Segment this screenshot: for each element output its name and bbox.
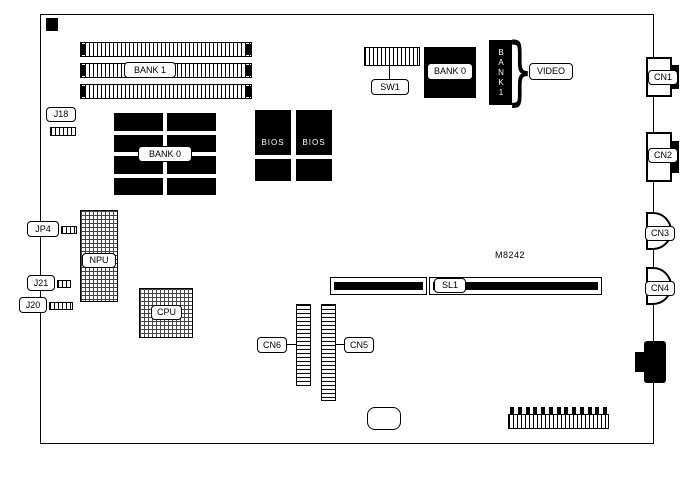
edge-connector-body (508, 414, 609, 429)
connector-tooth (579, 407, 584, 414)
battery-component (367, 407, 401, 430)
sw1-dip-switch (364, 47, 420, 66)
video-label: VIDEO (529, 63, 573, 80)
sl1-label: SL1 (434, 278, 466, 293)
bank0-dram-label: BANK 0 (138, 146, 192, 162)
edge-connector-pins (510, 407, 607, 414)
sw1-label: SW1 (371, 79, 409, 95)
corner-chip (46, 18, 58, 31)
dram-chip (114, 177, 163, 195)
sl1-slot-contacts-a (334, 282, 423, 290)
m8242-text: M8242 (495, 250, 526, 260)
video-bank1-label: BANK1 (496, 47, 506, 98)
connector-tooth (556, 407, 561, 414)
cn3-label: CN3 (645, 226, 675, 241)
video-bank0-label: BANK 0 (427, 63, 473, 80)
cn5-label: CN5 (344, 337, 374, 353)
cn5-pointer-line (336, 344, 344, 345)
npu-label: NPU (82, 253, 116, 268)
simm-socket-row (80, 84, 252, 99)
bios-left-label: BIOS (261, 138, 285, 147)
connector-tooth (548, 407, 553, 414)
connector-tooth (595, 407, 600, 414)
connector-tooth (564, 407, 569, 414)
brace-icon: } (507, 28, 533, 114)
jp4-label: JP4 (27, 221, 59, 237)
connector-tooth (572, 407, 576, 414)
sw1-pointer-line (389, 66, 390, 80)
cn2-label: CN2 (648, 148, 678, 163)
video-bank1-chip: BANK1 (489, 40, 512, 105)
connector-tooth (533, 407, 538, 414)
j21-label: J21 (27, 275, 55, 291)
power-connector-step (635, 352, 646, 372)
cn1-label: CN1 (648, 70, 678, 85)
cn6-pointer-line (287, 344, 296, 345)
sl1-slot-segment-b (429, 277, 602, 295)
connector-tooth (541, 407, 545, 414)
cpu-label: CPU (151, 305, 182, 320)
dram-chip (114, 113, 163, 131)
dram-chip (167, 113, 216, 131)
j20-label: J20 (19, 297, 47, 313)
bank1-simm-label: BANK 1 (124, 62, 176, 78)
cn5-header (321, 304, 336, 401)
sl1-slot-segment-a (330, 277, 427, 295)
connector-tooth (587, 407, 592, 414)
bios-right-label: BIOS (302, 138, 326, 147)
j21-jumper-pins (57, 280, 71, 288)
connector-tooth (510, 407, 514, 414)
bios-chip-right-bottom (296, 159, 332, 181)
cn6-header (296, 304, 311, 386)
bios-chip-left-bottom (255, 159, 291, 181)
jp4-jumper-pins (61, 226, 77, 234)
bios-chip-left-top (255, 110, 291, 155)
connector-tooth (603, 407, 607, 414)
connector-tooth (517, 407, 522, 414)
sl1-slot-contacts-b (433, 282, 598, 290)
simm-socket-row (80, 42, 252, 57)
j18-header (50, 127, 76, 136)
power-connector (644, 341, 666, 383)
bios-chip-right-top (296, 110, 332, 155)
cn4-label: CN4 (645, 281, 675, 296)
cn6-label: CN6 (257, 337, 287, 353)
connector-tooth (525, 407, 530, 414)
j18-label: J18 (46, 107, 76, 122)
dram-chip-grid (114, 113, 216, 195)
j20-jumper-pins (49, 302, 73, 310)
dram-chip (167, 177, 216, 195)
